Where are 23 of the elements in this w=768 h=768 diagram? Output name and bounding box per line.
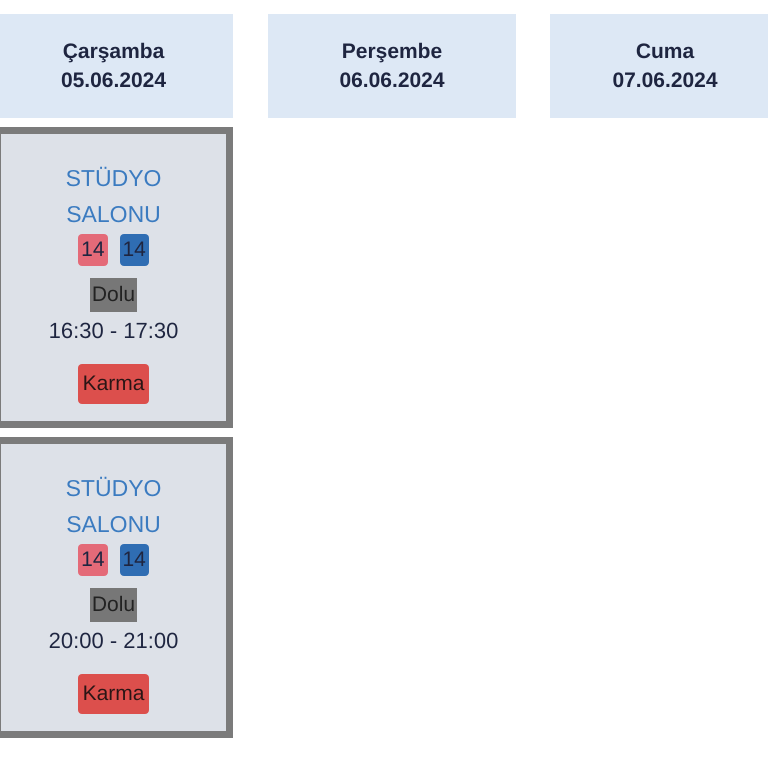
time-range: 16:30 - 17:30 <box>48 317 178 345</box>
day-header <box>550 14 768 118</box>
time-range: 20:00 - 21:00 <box>48 627 178 655</box>
day-header <box>268 14 516 118</box>
weekday-label: Perşembe <box>342 39 442 65</box>
weekday-label: Çarşamba <box>62 39 164 65</box>
hall-name: STÜDYO SALONU <box>64 474 162 539</box>
category-button: Karma <box>78 674 150 714</box>
status-badge: Dolu <box>90 278 138 312</box>
weekday-label: Cuma <box>636 39 694 65</box>
category-button: Karma <box>78 364 150 404</box>
count-badge: 14 <box>78 234 108 266</box>
hall-name: STÜDYO SALONU <box>64 164 162 229</box>
count-badge: 14 <box>120 544 149 576</box>
day-header <box>0 14 233 118</box>
date-label: 07.06.2024 <box>612 68 718 94</box>
count-badge: 14 <box>120 234 149 266</box>
session-card <box>0 127 233 428</box>
count-badge: 14 <box>78 544 108 576</box>
date-label: 05.06.2024 <box>60 68 166 94</box>
session-card <box>0 437 233 738</box>
status-badge: Dolu <box>90 588 138 622</box>
date-label: 06.06.2024 <box>339 68 445 94</box>
